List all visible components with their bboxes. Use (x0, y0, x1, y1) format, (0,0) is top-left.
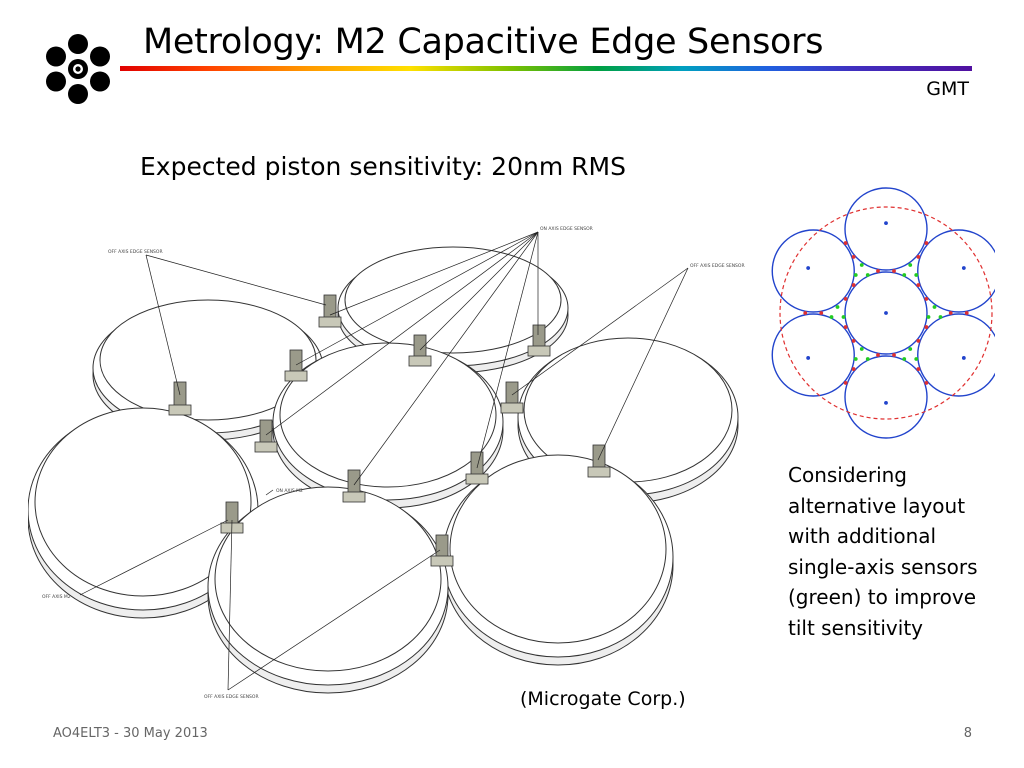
edge-sensor (527, 324, 551, 357)
segment-center-dot (884, 311, 888, 315)
image-credit: (Microgate Corp.) (520, 688, 686, 710)
edge-sensor-dot (892, 353, 896, 357)
page-number: 8 (963, 726, 972, 741)
single-axis-sensor-dot (853, 357, 858, 361)
single-axis-sensor-dot (902, 357, 907, 361)
edge-sensor-dot (916, 283, 921, 287)
slide-title: Metrology: M2 Capacitive Edge Sensors (143, 22, 824, 62)
single-axis-sensor-dot (841, 315, 846, 319)
edge-sensor-dot (892, 269, 896, 273)
single-axis-sensor-dot (859, 347, 864, 351)
segment-circle-outer (844, 187, 928, 271)
edge-sensor (465, 451, 489, 485)
single-axis-sensor-dot (908, 347, 913, 351)
single-axis-sensor-dot (865, 357, 870, 361)
single-axis-sensor-dot (859, 263, 864, 267)
leader-lines (79, 231, 689, 691)
label-off-axis-edge-sensor-right: OFF AXIS EDGE SENSOR (690, 263, 745, 269)
edge-sensor-dot (876, 269, 880, 273)
single-axis-sensor-dot (932, 305, 937, 309)
segment-center-dot (961, 356, 966, 360)
m2-segments-drawing: ON AXIS EDGE SENSOR OFF AXIS EDGE SENSOR… (28, 226, 745, 700)
edge-sensor-dot (948, 311, 953, 315)
edge-sensor-dot (924, 297, 929, 301)
slide-subtitle: Expected piston sensitivity: 20nm RMS (140, 152, 626, 181)
segment-circle-center (844, 271, 928, 355)
title-rainbow-rule (120, 66, 972, 71)
segment-center-dot (884, 400, 888, 405)
edge-sensor-dot (851, 367, 856, 371)
single-axis-sensor-dot (926, 315, 931, 319)
single-axis-sensor-dot (829, 315, 834, 319)
label-off-axis-edge-sensor-bottom: OFF AXIS EDGE SENSOR (204, 694, 259, 700)
segment-circle-outer (917, 229, 995, 313)
segment-bottom-right (442, 454, 674, 666)
edge-sensor-dot (916, 255, 921, 259)
edge-sensor-dot (924, 325, 929, 329)
segment-circle-outer (844, 355, 928, 439)
edge-sensor-dot (916, 367, 921, 371)
edge-sensor-dot (843, 381, 848, 385)
edge-sensor-dot (876, 353, 880, 357)
edge-sensor (430, 534, 454, 567)
edge-sensor-dot (819, 311, 824, 315)
edge-sensor (254, 419, 278, 453)
segment-left (28, 407, 259, 619)
single-axis-sensor-dot (908, 263, 913, 267)
segment-center-dot (806, 356, 811, 360)
segment-center (272, 342, 504, 509)
label-off-axis-m2: OFF AXIS M2 (42, 594, 71, 600)
segment-back-left (92, 299, 324, 441)
segment-circle-outer (917, 313, 995, 397)
single-axis-sensor-dot (938, 315, 943, 319)
edge-sensor (408, 334, 432, 367)
alternative-layout-diagram (771, 187, 995, 439)
edge-sensor-dot (964, 311, 969, 315)
edge-sensor (168, 381, 192, 416)
segment-right (517, 337, 739, 504)
single-axis-sensor-dot (914, 273, 919, 277)
single-axis-sensor-dot (914, 357, 919, 361)
single-axis-sensor-dot (865, 273, 870, 277)
segment-bottom (207, 486, 449, 694)
segment-center-dot (806, 266, 811, 270)
single-axis-sensor-dot (835, 305, 840, 309)
edge-sensor-dot (916, 339, 921, 343)
edge-sensor-dot (843, 325, 848, 329)
segment-circle-outer (771, 229, 855, 313)
edge-sensor (284, 349, 308, 382)
segment-center-dot (884, 221, 888, 226)
single-axis-sensor-dot (853, 273, 858, 277)
edge-sensor-dot (803, 311, 808, 315)
edge-sensor (500, 381, 524, 414)
edge-sensor-dot (924, 241, 929, 245)
edge-sensor-dot (924, 381, 929, 385)
edge-sensor-dot (843, 297, 848, 301)
segment-circle-outer (771, 313, 855, 397)
edge-sensor-dot (851, 339, 856, 343)
label-on-axis-m2: ON AXIS M2 (276, 488, 303, 494)
edge-sensor-dot (851, 255, 856, 259)
label-off-axis-edge-sensor-left: OFF AXIS EDGE SENSOR (108, 249, 163, 255)
footer-text: AO4ELT3 - 30 May 2013 (53, 726, 208, 741)
segment-center-dot (961, 266, 966, 270)
edge-sensor (342, 469, 366, 503)
org-label: GMT (926, 78, 969, 100)
edge-sensor (318, 294, 342, 328)
gmt-logo-icon (46, 34, 110, 104)
layout-caption: Considering alternative layout with addi… (788, 463, 978, 640)
edge-sensor-dot (843, 241, 848, 245)
single-axis-sensor-dot (902, 273, 907, 277)
enclosing-circle (779, 206, 993, 420)
edge-sensor-dot (851, 283, 856, 287)
label-on-axis-edge-sensor: ON AXIS EDGE SENSOR (540, 226, 593, 232)
